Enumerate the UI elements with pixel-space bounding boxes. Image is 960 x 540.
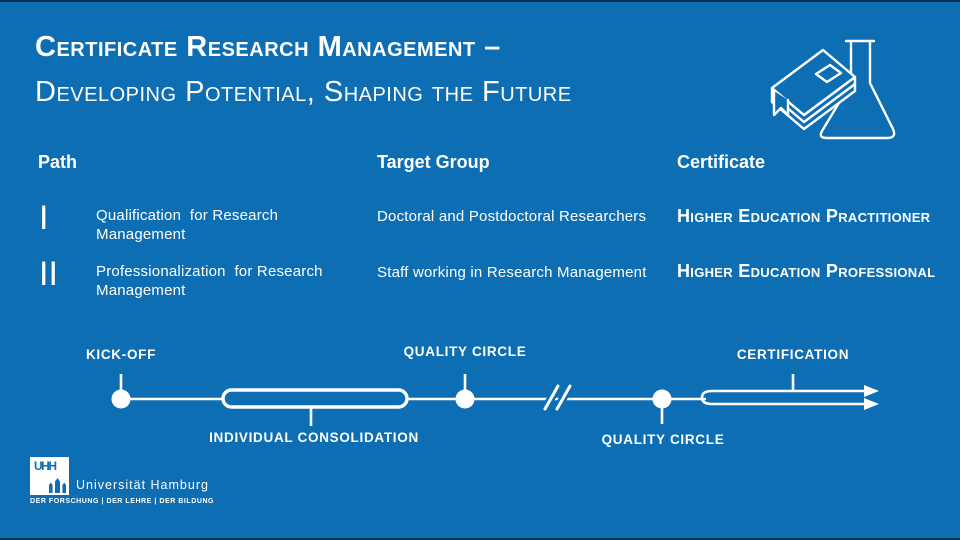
hamburg-castle-icon <box>49 478 66 493</box>
slide-title-line2: Developing Potential, Shaping the Future <box>35 76 572 108</box>
slide-bottom-edge <box>0 538 960 540</box>
kick-off-node <box>111 389 131 409</box>
row-1-numeral: I <box>39 199 49 237</box>
row-1-target-group: Doctoral and Postdoctoral Researchers <box>377 208 647 225</box>
row-2-path: Professionalization for Research Managem… <box>96 263 323 299</box>
column-header-path: Path <box>38 152 78 172</box>
timeline-label-quality-circle-1: QUALITY CIRCLE <box>403 344 527 359</box>
quality-circle-1-node <box>455 389 475 409</box>
flask-icon <box>819 39 896 140</box>
row-2-numeral: II <box>39 255 58 293</box>
timeline-label-kick-off: KICK-OFF <box>85 347 157 362</box>
timeline-label-quality-circle-2: QUALITY CIRCLE <box>601 432 725 447</box>
individual-consolidation-pill <box>221 388 409 409</box>
university-tagline: DER FORSCHUNG | DER LEHRE | DER BILDUNG <box>30 498 215 505</box>
quality-circle-2-node <box>652 389 672 409</box>
column-header-certificate: Certificate <box>677 152 766 172</box>
row-1-certificate: Higher Education Practitioner <box>677 206 931 226</box>
timeline-label-certification: CERTIFICATION <box>736 347 850 362</box>
uhh-monogram: UHH <box>34 459 57 473</box>
timeline-break-icon <box>541 382 574 413</box>
arrow-right-icon <box>864 385 879 397</box>
row-2-certificate: Higher Education Professional <box>677 261 936 281</box>
row-2-target-group: Staff working in Research Management <box>377 264 647 281</box>
row-1-path: Qualification for Research Management <box>96 207 279 243</box>
university-logo: UHH <box>30 457 69 495</box>
arrow-right-icon <box>864 398 879 410</box>
slide-title-line1: Certificate Research Management – <box>35 31 501 63</box>
certification-open-pill <box>700 385 879 410</box>
column-header-target-group: Target Group <box>377 152 490 172</box>
timeline-label-individual-consolidation: INDIVIDUAL CONSOLIDATION <box>209 430 419 445</box>
bookmark-icon <box>772 89 790 117</box>
university-name: Universität Hamburg <box>76 478 209 492</box>
book-and-flask-icon <box>770 39 896 140</box>
book-icon <box>770 48 857 131</box>
slide-top-edge <box>0 0 960 2</box>
